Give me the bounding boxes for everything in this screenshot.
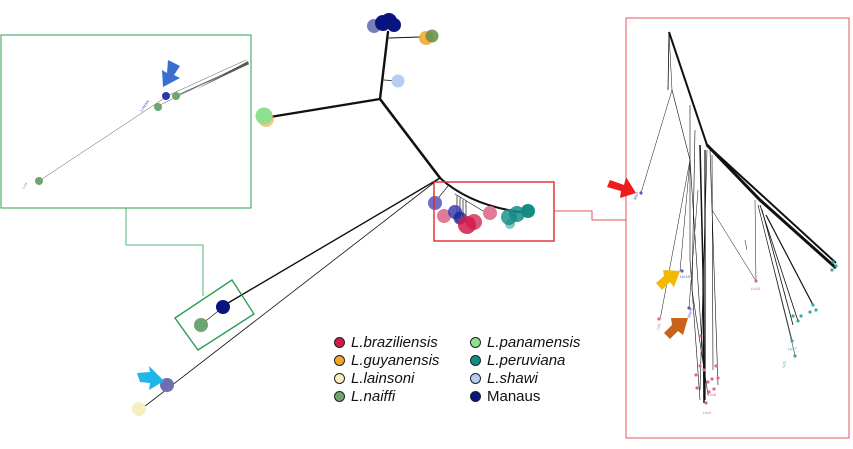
left-inset: LnMAN Ln4 [0,34,252,209]
legend-label: L.guyanensis [351,351,440,369]
yellow-arrow-icon [656,270,680,290]
main-tree-nodes [132,13,535,416]
right-inset-label: Lp17 [788,346,798,351]
right-inset-label: Lb16 [751,286,761,291]
right-inset-label: Lbr8 [708,392,717,397]
legend-item-manaus: Manaus [470,387,540,405]
inset-label-lnman: LnMAN [139,99,151,113]
node-peruviana [505,219,515,229]
node-shawi [391,74,405,88]
inset-node-manaus [162,92,170,100]
red-arrow-icon [607,177,636,198]
legend-swatch [334,390,345,402]
legend-item-guyanensis: L.guyanensis [334,351,439,369]
node-lainsoni [132,402,146,416]
inset-node-naiffi-ln4 [35,177,43,185]
right-inset-label: Lp3 [780,360,787,369]
legend-label: L.peruviana [487,351,566,369]
legend-swatch [470,390,481,402]
legend-swatch [334,354,345,366]
right-inset-label: Lb1 [655,322,662,330]
node-manaus-purple [160,378,174,392]
legend-item-naiffi: L.naiffi [334,387,395,405]
right-inset-label: Man [632,191,639,200]
right-inset-frame [625,17,850,439]
legend-item-shawi: L.shawi [470,369,538,387]
legend-swatch [470,372,481,384]
node-peruviana [509,206,525,222]
legend-swatch [334,372,345,384]
node-braziliensis-light [437,209,451,223]
legend-label: L.lainsoni [351,369,415,387]
legend-item-lainsoni: L.lainsoni [334,369,414,387]
legend-item-peruviana: L.peruviana [470,351,565,369]
left-inset-frame [0,34,252,209]
node-panamensis [255,107,273,125]
node-braziliensis-light [483,206,497,220]
legend-label: L.braziliensis [351,333,438,351]
brown-arrow-icon [664,318,688,339]
right-inset-label: Lbr3 [703,410,712,415]
right-inset-label: Man5 [686,307,694,319]
legend-label: L.shawi [487,369,538,387]
legend-item-panamensis: L.panamensis [470,333,580,351]
inset-label-ln4: Ln4 [21,181,29,190]
right-inset-label: Lbr15 [680,274,691,279]
connector-red [554,210,626,221]
legend-item-braziliensis: L.braziliensis [334,333,438,351]
inset-node-naiffi [172,92,180,100]
legend-swatch [470,336,481,348]
blue-arrow-icon [162,60,180,87]
inset-node-naiffi [154,103,162,111]
node-braziliensis [466,214,482,230]
legend: L.braziliensis L.guyanensis L.lainsoni L… [334,333,594,423]
connector-green [125,208,204,296]
node-manaus-cluster [387,18,401,32]
cyan-arrow-icon [137,366,164,390]
node-peruviana [521,204,535,218]
legend-label: L.naiffi [351,387,396,405]
legend-swatch [470,354,481,366]
right-inset: Man Lbr15 Man5 Lb1 Lb16 Lbr8 Lbr3 Lp17 L… [625,17,850,439]
node-manaus-left [216,300,230,314]
node-manaus-light [428,196,442,210]
node-naiffi [425,29,439,43]
legend-label: L.panamensis [487,333,581,351]
node-naiffi-left [194,318,208,332]
legend-swatch [334,336,345,348]
legend-label: Manaus [487,387,541,405]
highlight-box-naiffi [174,279,255,351]
